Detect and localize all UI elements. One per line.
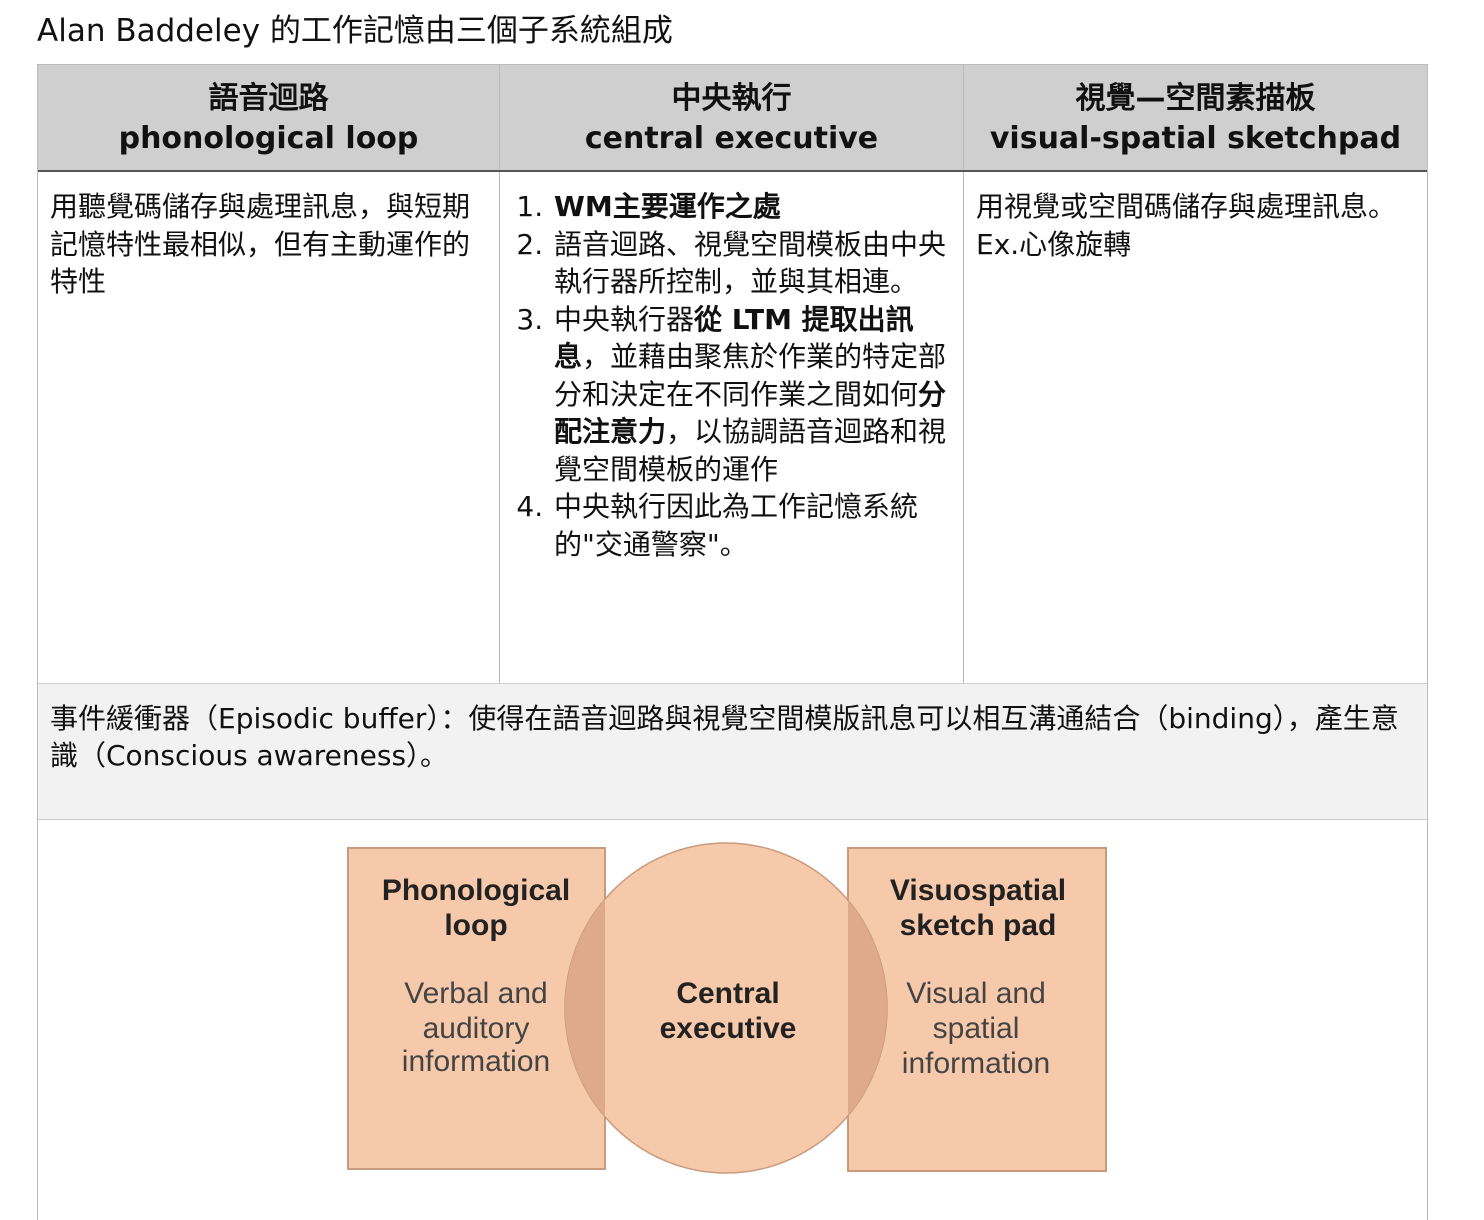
header-en: visual-spatial sketchpad xyxy=(989,121,1402,156)
header-zh: 語音迴路 xyxy=(208,81,329,116)
left-title-1: Phonological xyxy=(382,874,570,907)
page-title: Alan Baddeley 的工作記憶由三個子系統組成 xyxy=(37,13,673,49)
visuospatial-box xyxy=(847,847,1107,1172)
table-header: 語音迴路 phonological loop 中央執行 central execut… xyxy=(38,64,1427,172)
episodic-buffer-row: 事件緩衝器（Episodic buffer）：使得在語音迴路與視覺空間模版訊息可… xyxy=(38,684,1427,820)
right-desc-3: information xyxy=(902,1047,1050,1080)
header-zh: 視覺—空間素描板 xyxy=(1075,81,1316,116)
header-zh: 中央執行 xyxy=(671,81,792,116)
overlap-right xyxy=(848,900,887,1116)
right-title-1: Visuospatial xyxy=(890,874,1066,907)
phonological-loop-box xyxy=(347,847,606,1170)
center-title-1: Central xyxy=(676,977,779,1010)
item-bold: 分配注意力 xyxy=(554,377,947,449)
list-item: WM主要運作之處 xyxy=(552,188,951,226)
list-item: 中央執行因此為工作記憶系統的"交通警察"。 xyxy=(552,488,951,563)
header-en: central executive xyxy=(584,121,879,156)
cell-visual-spatial: 用視覺或空間碼儲存與處理訊息。Ex.心像旋轉 xyxy=(976,190,1397,261)
header-phonological-loop: 語音迴路 phonological loop xyxy=(38,65,500,170)
central-executive-list: WM主要運作之處 語音迴路、視覺空間模板由中央執行器所控制，並與其相連。 中央執… xyxy=(512,188,951,563)
left-title-2: loop xyxy=(444,909,507,942)
item-text: 中央執行器 xyxy=(554,302,695,336)
overlap-left xyxy=(565,899,605,1117)
cell-central: WM主要運作之處 語音迴路、視覺空間模板由中央執行器所控制，並與其相連。 中央執… xyxy=(500,172,964,683)
list-item: 中央執行器從 LTM 提取出訊息，並藉由聚焦於作業的特定部分和決定在不同作業之間… xyxy=(552,301,951,489)
header-visual-spatial: 視覺—空間素描板 visual-spatial sketchpad xyxy=(964,65,1427,170)
cell-phonological: 用聽覺碼儲存與處理訊息，與短期記憶特性最相似，但有主動運作的特性 xyxy=(38,172,500,683)
right-desc-2: spatial xyxy=(933,1012,1020,1045)
item-bold: 從 LTM 提取出訊息 xyxy=(554,302,914,374)
working-memory-table: 語音迴路 phonological loop 中央執行 central execut… xyxy=(37,64,1428,1220)
item-text: ，以協調語音迴路和視覺空間模板的運作 xyxy=(554,415,947,486)
item-bold: WM主要運作之處 xyxy=(554,190,781,223)
right-title-2: sketch pad xyxy=(900,909,1057,942)
header-en: phonological loop xyxy=(118,121,419,156)
table-body-row: 用聽覺碼儲存與處理訊息，與短期記憶特性最相似，但有主動運作的特性 WM主要運作之… xyxy=(38,172,1427,684)
left-desc-2: auditory xyxy=(423,1012,530,1045)
baddeley-diagram: Phonological loop Visuospatial sketch pa… xyxy=(38,820,1427,1220)
left-desc-1: Verbal and xyxy=(404,977,547,1010)
center-title-2: executive xyxy=(660,1012,797,1045)
header-central-executive: 中央執行 central executive xyxy=(500,65,964,170)
right-desc-1: Visual and xyxy=(906,977,1046,1010)
list-item: 語音迴路、視覺空間模板由中央執行器所控制，並與其相連。 xyxy=(552,226,951,301)
left-desc-3: information xyxy=(402,1045,550,1078)
item-text: ，並藉由聚焦於作業的特定部分和決定在不同作業之間如何 xyxy=(554,340,947,411)
